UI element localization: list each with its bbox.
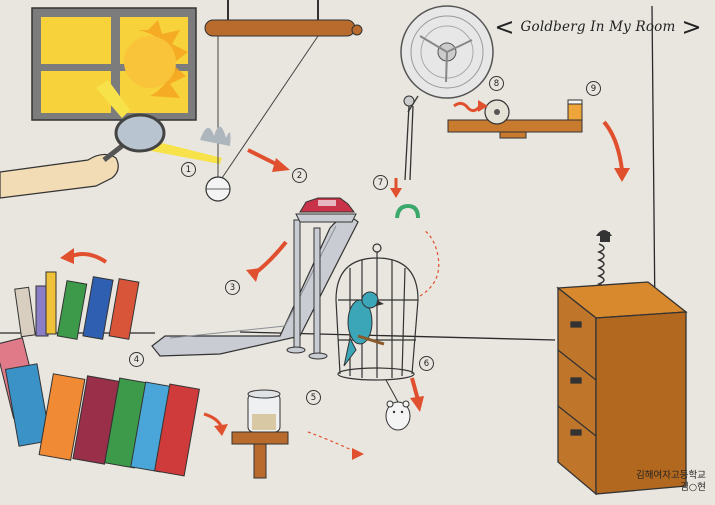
book-domino-icon [14, 271, 140, 340]
signature-school: 김해여자고등학교 [636, 470, 706, 481]
cup-icon [567, 99, 583, 121]
claw-icon [395, 203, 420, 219]
light-beam [96, 80, 222, 164]
title-text: Goldberg In My Room [520, 19, 676, 35]
step-number-9: 9 [586, 81, 601, 96]
step-number-6: 6 [419, 356, 434, 371]
step-number-5: 5 [306, 390, 321, 405]
step-number-1: 1 [181, 162, 196, 177]
jar-icon [247, 389, 281, 433]
arrow-markers [60, 100, 630, 436]
step-number-4: 4 [129, 352, 144, 367]
stand-icon [231, 431, 289, 479]
fan-icon [400, 5, 494, 181]
step-number-2: 2 [292, 168, 307, 183]
birdcage-icon [335, 243, 419, 381]
title-left-bracket: < [494, 13, 515, 41]
sun-icon [124, 20, 188, 98]
artist-signature: 김해여자고등학교 김○현 [636, 470, 706, 494]
signature-name: 김○현 [680, 482, 706, 493]
step-number-8: 8 [489, 76, 504, 91]
domino-books [0, 337, 200, 477]
string-line [385, 379, 399, 403]
arm-icon [0, 153, 119, 199]
parrot-icon [343, 291, 385, 367]
magnifier-icon [102, 113, 166, 162]
hamster-icon [385, 400, 411, 431]
feather-icon [200, 126, 231, 146]
roller-pin-icon [204, 0, 363, 179]
wheel-icon [484, 99, 510, 125]
step-number-3: 3 [225, 280, 240, 295]
step-number-7: 7 [373, 175, 388, 190]
title-right-bracket: > [681, 13, 702, 41]
dashed-arrow-head [352, 448, 364, 460]
drawing-title: < Goldberg In My Room > [494, 10, 701, 44]
dashed-paths [307, 229, 440, 453]
pendulum-ball-icon [205, 176, 231, 202]
slide-icon [151, 213, 359, 360]
shelf-icon [447, 119, 583, 139]
cabinet-icon [556, 281, 688, 496]
toy-car-icon [299, 197, 355, 213]
